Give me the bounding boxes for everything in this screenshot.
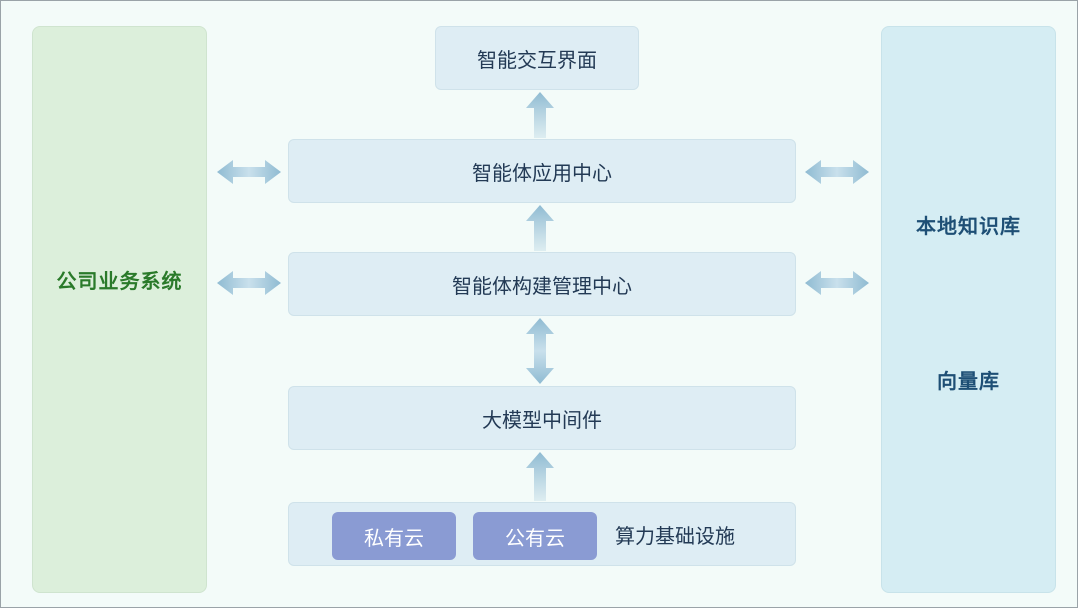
llm-middleware-label: 大模型中间件: [482, 407, 602, 432]
knowledge-panel: 本地知识库 向量库: [881, 26, 1056, 593]
private-cloud-label: 私有云: [364, 525, 424, 550]
private-cloud-box: 私有云: [332, 512, 456, 560]
compute-infrastructure-label: 算力基础设施: [615, 523, 735, 548]
agent-build-center-box: 智能体构建管理中心: [288, 252, 796, 316]
agent-build-center-label: 智能体构建管理中心: [452, 273, 632, 298]
double-arrow-business-app: [217, 160, 281, 184]
double-arrow-build-knowledge: [805, 271, 869, 295]
local-knowledge-base-label: 本地知识库: [916, 214, 1021, 238]
compute-infrastructure-box: 私有云 公有云 算力基础设施: [288, 502, 796, 566]
agent-app-center-box: 智能体应用中心: [288, 139, 796, 203]
double-arrow-business-build: [217, 271, 281, 295]
arrow-build-to-app: [526, 205, 554, 251]
interaction-interface-label: 智能交互界面: [477, 47, 597, 72]
interaction-interface-box: 智能交互界面: [435, 26, 639, 90]
business-system-panel: 公司业务系统: [32, 26, 207, 593]
double-arrow-app-knowledge: [805, 160, 869, 184]
arrow-infra-to-middleware: [526, 452, 554, 501]
public-cloud-box: 公有云: [473, 512, 597, 560]
vector-db-label: 向量库: [937, 369, 1000, 393]
llm-middleware-box: 大模型中间件: [288, 386, 796, 450]
double-arrow-middleware-build: [526, 318, 554, 384]
public-cloud-label: 公有云: [505, 525, 565, 550]
business-system-label: 公司业务系统: [56, 269, 183, 293]
arrow-app-to-interface: [526, 92, 554, 138]
agent-app-center-label: 智能体应用中心: [472, 160, 612, 185]
